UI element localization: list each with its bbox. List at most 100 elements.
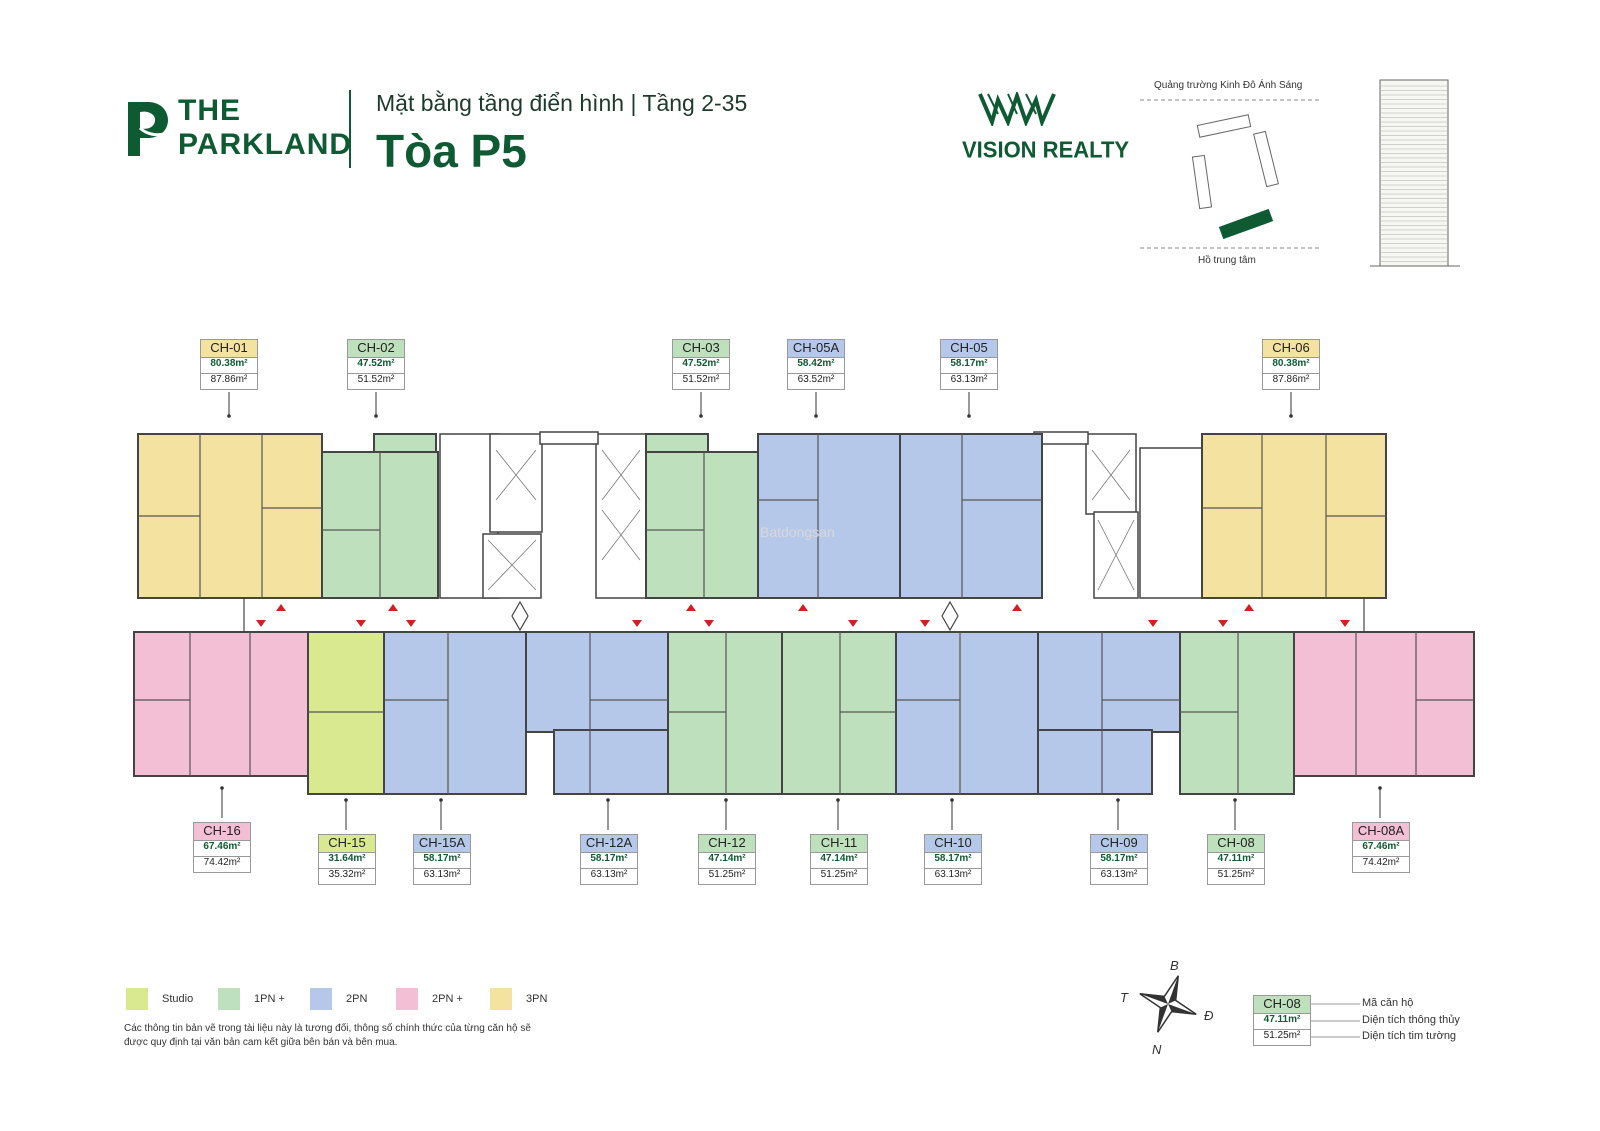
brand-line1: THE <box>178 94 241 127</box>
unit-ch12-block <box>667 631 783 795</box>
unit-gross-area: 63.52m² <box>797 374 835 385</box>
unit-net-area: 47.11m² <box>1208 853 1264 869</box>
unit-label-ch16: CH-16 67.46m² 74.42m² <box>193 822 251 873</box>
site-bottom-label: Hồ trung tâm <box>1198 255 1256 266</box>
key-net-label: Diện tích thông thủy <box>1362 1014 1460 1026</box>
unit-net-area: 67.46m² <box>1353 841 1409 857</box>
unit-code: CH-10 <box>925 835 981 853</box>
legend-label-3pn: 3PN <box>526 993 548 1005</box>
unit-label-ch03: CH-03 47.52m² 51.52m² <box>672 339 730 390</box>
unit-label-ch05a: CH-05A 58.42m² 63.52m² <box>787 339 845 390</box>
key-net-area: 47.11m² <box>1254 1014 1310 1030</box>
unit-ch16-block <box>133 631 309 777</box>
unit-net-area: 58.17m² <box>925 853 981 869</box>
legend-label-2pn-plus: 2PN + <box>432 993 463 1005</box>
unit-ch03-block <box>645 451 759 599</box>
unit-ch05-block <box>899 433 1043 599</box>
unit-label-ch05: CH-05 58.17m² 63.13m² <box>940 339 998 390</box>
disclaimer-text: Các thông tin bản vẽ trong tài liệu này … <box>124 1023 531 1048</box>
brand-line2: PARKLAND <box>178 128 353 161</box>
unit-code: CH-05 <box>941 340 997 358</box>
bottom-wing <box>133 631 1475 795</box>
unit-net-area: 58.17m² <box>414 853 470 869</box>
core-details <box>487 449 1135 591</box>
unit-code: CH-08 <box>1208 835 1264 853</box>
unit-gross-area: 87.86m² <box>210 374 248 385</box>
unit-gross-area: 63.13m² <box>590 869 628 880</box>
unit-code: CH-06 <box>1263 340 1319 358</box>
unit-gross-area: 63.13m² <box>423 869 461 880</box>
unit-ch08a-block <box>1293 631 1475 777</box>
legend-swatch-3pn <box>490 988 512 1010</box>
unit-code: CH-01 <box>201 340 257 358</box>
legend-label-2pn: 2PN <box>346 993 368 1005</box>
unit-net-area: 47.52m² <box>673 358 729 374</box>
key-unit-label: CH-08 47.11m² 51.25m² <box>1253 995 1311 1046</box>
site-top-label: Quảng trường Kinh Đô Ánh Sáng <box>1154 80 1303 91</box>
top-wing-walls <box>138 434 1386 598</box>
unit-code: CH-15A <box>414 835 470 853</box>
unit-code: CH-11 <box>811 835 867 853</box>
unit-label-ch12a: CH-12A 58.17m² 63.13m² <box>580 834 638 885</box>
unit-code: CH-12A <box>581 835 637 853</box>
unit-ch15-block <box>307 631 385 795</box>
watermark: Batdongsan <box>760 524 835 540</box>
unit-net-area: 80.38m² <box>201 358 257 374</box>
unit-code: CH-05A <box>788 340 844 358</box>
unit-label-ch12: CH-12 47.14m² 51.25m² <box>698 834 756 885</box>
unit-code: CH-15 <box>319 835 375 853</box>
unit-ch15a-block <box>383 631 527 795</box>
key-gross-label: Diện tích tim tường <box>1362 1030 1457 1042</box>
unit-ch05a-block <box>757 433 901 599</box>
compass-icon <box>1139 975 1197 1033</box>
unit-label-ch15: CH-15 31.64m² 35.32m² <box>318 834 376 885</box>
unit-gross-area: 51.25m² <box>1217 869 1255 880</box>
unit-code: CH-03 <box>673 340 729 358</box>
key-leader-lines <box>1310 1003 1360 1038</box>
unit-gross-area: 74.42m² <box>203 857 241 868</box>
unit-net-area: 58.17m² <box>581 853 637 869</box>
unit-label-ch15a: CH-15A 58.17m² 63.13m² <box>413 834 471 885</box>
parkland-logo-icon <box>128 102 168 156</box>
unit-net-area: 47.14m² <box>811 853 867 869</box>
unit-ch10-block <box>895 631 1039 795</box>
unit-label-ch06: CH-06 80.38m² 87.86m² <box>1262 339 1320 390</box>
compass-west: T <box>1120 990 1128 1005</box>
unit-code: CH-09 <box>1091 835 1147 853</box>
unit-gross-area: 87.86m² <box>1272 374 1310 385</box>
unit-gross-area: 63.13m² <box>950 374 988 385</box>
unit-net-area: 31.64m² <box>319 853 375 869</box>
unit-gross-area: 51.25m² <box>708 869 746 880</box>
unit-net-area: 47.52m² <box>348 358 404 374</box>
unit-label-ch10: CH-10 58.17m² 63.13m² <box>924 834 982 885</box>
unit-gross-area: 51.52m² <box>682 374 720 385</box>
legend-swatch-studio <box>126 988 148 1010</box>
page-title: Tòa P5 <box>376 125 527 177</box>
unit-code: CH-02 <box>348 340 404 358</box>
legend-swatch-1pn <box>218 988 240 1010</box>
site-map <box>1140 99 1320 249</box>
unit-gross-area: 51.25m² <box>820 869 858 880</box>
header-divider <box>349 90 351 168</box>
unit-gross-area: 74.42m² <box>1362 857 1400 868</box>
unit-code: CH-16 <box>194 823 250 841</box>
unit-net-area: 67.46m² <box>194 841 250 857</box>
unit-net-area: 58.17m² <box>1091 853 1147 869</box>
leader-dots <box>220 414 1382 802</box>
unit-code: CH-12 <box>699 835 755 853</box>
unit-gross-area: 63.13m² <box>934 869 972 880</box>
compass-east: Đ <box>1204 1008 1214 1023</box>
unit-ch08-block <box>1179 631 1295 795</box>
corridor-connectors <box>243 598 1365 632</box>
unit-gross-area: 63.13m² <box>1100 869 1138 880</box>
page-subtitle: Mặt bằng tầng điển hình | Tầng 2-35 <box>376 90 748 116</box>
unit-gross-area: 51.52m² <box>357 374 395 385</box>
unit-label-ch02: CH-02 47.52m² 51.52m² <box>347 339 405 390</box>
unit-label-ch08a: CH-08A 67.46m² 74.42m² <box>1352 822 1410 873</box>
key-code: CH-08 <box>1254 996 1310 1014</box>
compass-north: B <box>1170 958 1179 973</box>
compass-south: N <box>1152 1042 1162 1057</box>
tower-elevation <box>1370 79 1460 267</box>
